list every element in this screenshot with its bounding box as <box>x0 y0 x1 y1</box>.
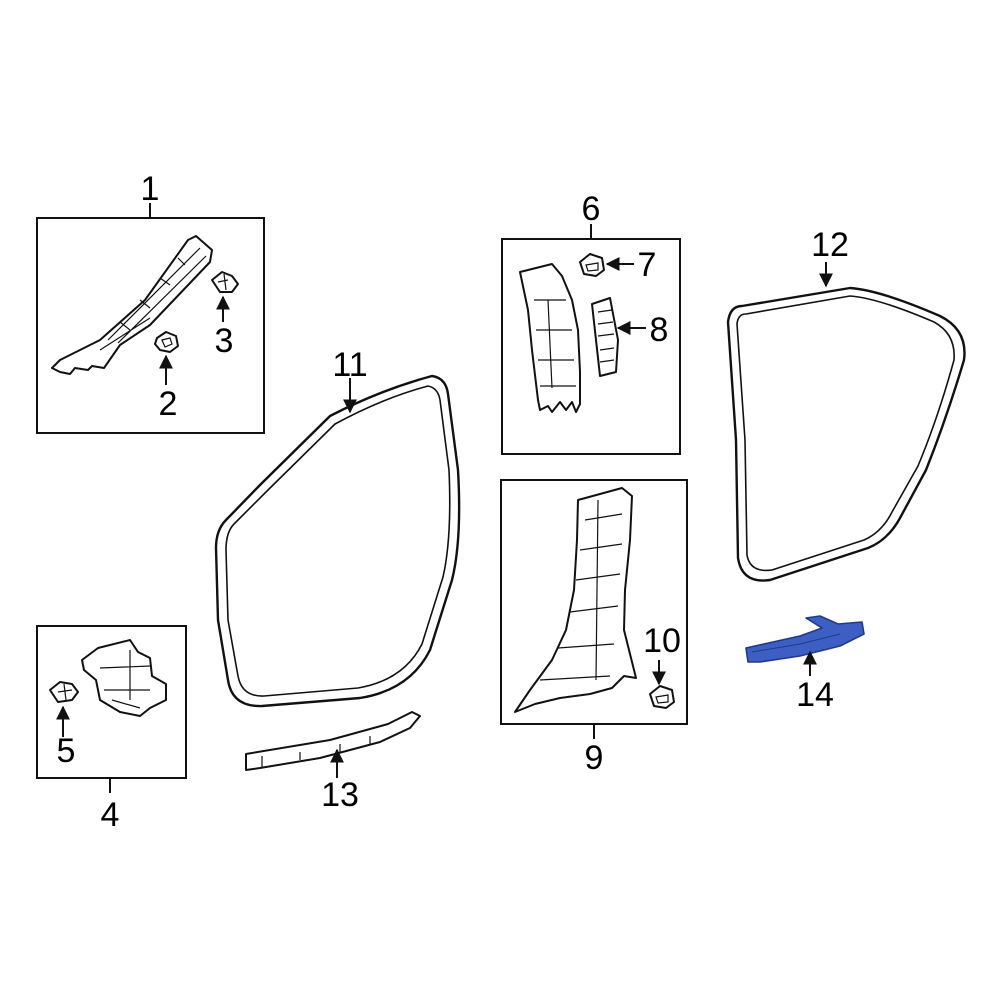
clip-5-part[interactable] <box>49 681 79 703</box>
callout-6: 6 <box>582 190 601 228</box>
callout-2: 2 <box>159 385 178 423</box>
callout-3: 3 <box>215 322 234 360</box>
callout-10: 10 <box>643 622 681 660</box>
clip-7-part[interactable] <box>579 253 605 277</box>
group-6-b-pillar-upper-box <box>501 224 681 455</box>
group-4-kick-panel-box <box>36 625 187 793</box>
callout-11: 11 <box>332 346 367 384</box>
callout-5: 5 <box>57 732 76 770</box>
rear-door-weatherstrip-part[interactable] <box>726 286 966 582</box>
clip-2-part[interactable] <box>154 331 179 353</box>
callout-12: 12 <box>811 226 849 264</box>
group-9-b-pillar-lower-box <box>500 479 688 739</box>
clip-10-part[interactable] <box>649 685 675 709</box>
callout-7: 7 <box>638 246 657 284</box>
callout-4: 4 <box>101 796 120 834</box>
callout-9: 9 <box>585 739 604 777</box>
rear-scuff-plate-part-highlighted[interactable] <box>745 615 865 663</box>
group-1-a-pillar-box <box>36 203 265 434</box>
callout-13: 13 <box>321 776 359 814</box>
cover-8-part[interactable] <box>591 297 619 377</box>
front-door-weatherstrip-part[interactable] <box>214 374 461 708</box>
kick-panel-part[interactable] <box>81 639 167 717</box>
a-pillar-trim-part[interactable] <box>51 235 213 375</box>
callout-8: 8 <box>650 311 669 349</box>
callout-14: 14 <box>796 676 834 714</box>
front-scuff-plate-part[interactable] <box>245 711 421 771</box>
b-pillar-lower-trim-part[interactable] <box>514 487 637 713</box>
callout-1: 1 <box>141 170 160 208</box>
clip-3-part[interactable] <box>211 271 239 293</box>
